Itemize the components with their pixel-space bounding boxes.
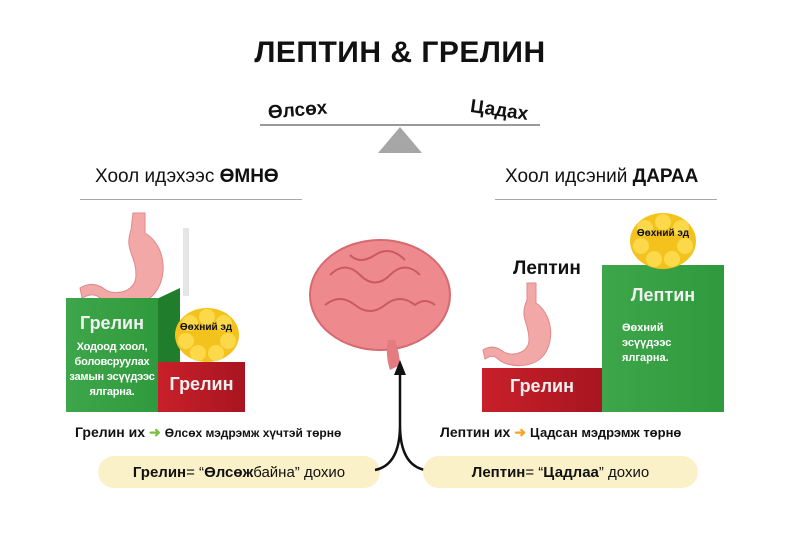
leptin-label: Лептин <box>513 258 581 279</box>
leptin-signal-pill: Лептин = “Цадлаа” дохио <box>423 456 698 488</box>
divider <box>80 199 302 200</box>
signal-eq: = “ <box>186 463 205 481</box>
box-title: Грелин <box>510 376 574 396</box>
signal-word: Цадлаа <box>543 463 599 481</box>
before-heading-text: Хоол идэхээс <box>95 166 220 187</box>
effect-prefix: Грелин их <box>75 424 145 440</box>
box-title: Лептин <box>630 285 696 305</box>
effect-result: Цадсан мэдрэмж төрнө <box>530 425 682 440</box>
signal-name: Грелин <box>132 463 187 481</box>
before-heading: Хоол идэхээс ӨМНӨ <box>95 166 279 188</box>
signal-name: Лептин <box>471 463 526 481</box>
ghrelin-signal-pill: Грелин = “Өлсөж байна” дохио <box>98 456 380 488</box>
stomach-icon <box>482 282 552 367</box>
after-heading-bold: ДАРАА <box>632 166 699 187</box>
fat-tissue-icon <box>630 213 696 269</box>
box-title: Грелин <box>80 313 144 333</box>
scale-beam-icon <box>260 124 540 153</box>
fat-label: Өөхний эд <box>179 322 233 333</box>
signal-rest: ” дохио <box>598 463 650 481</box>
after-heading: Хоол идсэний ДАРАА <box>505 166 698 188</box>
fat-tissue-icon <box>175 308 239 362</box>
after-heading-text: Хоол идсэний <box>505 166 633 187</box>
box-side <box>158 288 180 362</box>
signal-eq: = “ <box>525 463 544 481</box>
before-heading-bold: ӨМНӨ <box>219 166 279 187</box>
leptin-box-high: Лептин Өөхний эсүүдээс ялгарна. <box>602 265 724 412</box>
arrow-right-icon: ➜ <box>514 424 527 440</box>
brain-icon <box>309 239 451 472</box>
divider <box>495 199 717 200</box>
page-title: ЛЕПТИН & ГРЕЛИН <box>254 36 546 69</box>
box-text: Ходоод хоол, боловсруулах замын эсүүдээс… <box>69 341 155 398</box>
ghrelin-box-low: Грелин <box>158 362 245 412</box>
effect-result: Өлсөх мэдрэмж хүчтэй төрнө <box>164 426 342 440</box>
effect-prefix: Лептин их <box>440 424 511 440</box>
after-effect: Лептин их➜Цадсан мэдрэмж төрнө <box>440 424 681 441</box>
ghrelin-box-high: Грелин Ходоод хоол, боловсруулах замын э… <box>66 298 158 412</box>
stomach-icon <box>79 212 164 307</box>
signal-rest: байна” дохио <box>253 463 346 481</box>
signal-word: Өлсөж <box>204 463 254 481</box>
glass-icon <box>183 228 189 296</box>
fat-label: Өөхний эд <box>636 228 690 239</box>
arrow-right-icon: ➜ <box>148 424 161 440</box>
box-text: Өөхний эсүүдээс ялгарна. <box>622 322 672 364</box>
ghrelin-box-low: Грелин <box>482 368 602 412</box>
before-effect: Грелин их➜Өлсөх мэдрэмж хүчтэй төрнө <box>75 424 341 441</box>
box-title: Грелин <box>169 374 234 394</box>
